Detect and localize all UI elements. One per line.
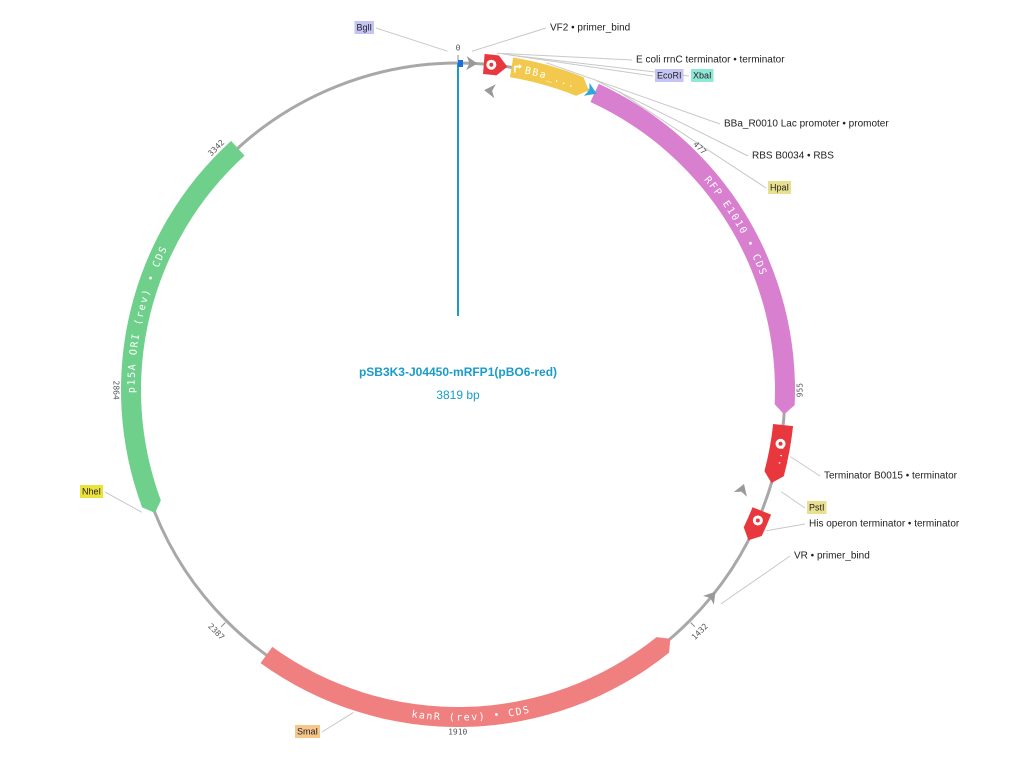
feature-label: ... [772, 442, 787, 466]
feature-rrnc-terminator[interactable] [483, 54, 508, 76]
leader-line [720, 555, 791, 605]
annotation-term-b0015[interactable]: Terminator B0015 • terminator [824, 471, 958, 482]
feature-arc[interactable] [121, 140, 245, 513]
annotation-label[interactable]: BBa_R0010 Lac promoter • promoter [724, 119, 889, 130]
leader-line [471, 27, 547, 52]
annotation-label[interactable]: XbaI [693, 70, 712, 80]
tick-label: 0 [456, 44, 461, 53]
leader-line [502, 53, 654, 77]
annotation-hpai[interactable]: HpaI [768, 181, 792, 194]
feature-his-terminator[interactable] [743, 507, 772, 541]
annotation-vf2[interactable]: VF2 • primer_bind [550, 23, 630, 34]
annotation-xbai[interactable]: XbaI [691, 69, 714, 82]
leader-line [321, 712, 354, 733]
annotation-label[interactable]: BglI [356, 22, 372, 32]
rbs-mark-icon[interactable] [583, 82, 600, 100]
rrnc-rev-mark-icon[interactable] [483, 83, 496, 99]
annotation-leaders [104, 27, 821, 733]
tick-label: 1910 [448, 727, 467, 736]
small-feature-marks [466, 56, 751, 605]
his-rev-mark-icon[interactable] [733, 482, 751, 497]
annotation-label[interactable]: PstI [809, 502, 825, 512]
enzyme-chip [691, 69, 714, 82]
enzyme-chip [294, 725, 320, 738]
leader-line [790, 456, 821, 477]
annotation-his-term[interactable]: His operon terminator • terminator [809, 519, 960, 530]
annotation-rrnc[interactable]: E coli rrnC terminator • terminator [636, 55, 785, 66]
tick-mark [690, 622, 696, 628]
plasmid-name: pSB3K3-J04450-mRFP1(pBO6-red) [359, 365, 557, 379]
feature-label-text: ... [772, 442, 786, 466]
annotation-label[interactable]: His operon terminator • terminator [809, 519, 960, 530]
terminator-icon-core [489, 62, 494, 67]
leader-line [781, 491, 806, 509]
enzyme-chip [768, 181, 792, 194]
annotation-label[interactable]: NheI [82, 486, 101, 496]
feature-arc[interactable] [764, 423, 794, 483]
tick-label: 2864 [111, 381, 120, 400]
feature-label-text: RFP E1010 • CDS [702, 175, 767, 278]
vr-mark-icon[interactable] [703, 587, 721, 605]
annotation-bba-promoter[interactable]: BBa_R0010 Lac promoter • promoter [724, 119, 889, 130]
annotation-vr[interactable]: VR • primer_bind [794, 551, 870, 562]
annotation-label[interactable]: HpaI [770, 182, 789, 192]
feature-terminator-b0015[interactable]: ... [764, 423, 794, 483]
promoter-arrow-icon [518, 64, 522, 70]
vf2-mark-icon[interactable] [466, 56, 478, 71]
annotation-label[interactable]: EcoRI [657, 70, 682, 80]
annotation-label[interactable]: RBS B0034 • RBS [752, 151, 834, 162]
annotation-label[interactable]: SmaI [297, 726, 318, 736]
leader-line [766, 523, 806, 532]
leader-line [496, 52, 633, 61]
leader-line [104, 491, 143, 513]
annotation-rbs[interactable]: RBS B0034 • RBS [752, 151, 834, 162]
cursor-handle[interactable] [458, 60, 463, 67]
annotation-ecori[interactable]: EcoRI [655, 69, 684, 82]
feature-rfp-e1010[interactable]: RFP E1010 • CDS [590, 83, 795, 415]
enzyme-chip [354, 21, 374, 34]
annotation-label[interactable]: Terminator B0015 • terminator [824, 471, 958, 482]
tick-mark [220, 622, 226, 628]
enzyme-chip [655, 69, 684, 82]
annotation-label[interactable]: E coli rrnC terminator • terminator [636, 55, 785, 66]
plasmid-size: 3819 bp [436, 388, 480, 402]
enzyme-chip [79, 485, 103, 498]
feature-p15a-ori[interactable]: p15A ORI (rev) • CDS [121, 140, 245, 513]
tick-label: 955 [795, 383, 804, 398]
leader-line [618, 91, 767, 189]
annotation-bgli[interactable]: BglI [354, 21, 374, 34]
feature-label: RFP E1010 • CDS [702, 175, 769, 278]
feature-arc[interactable] [590, 83, 795, 415]
annotation-smai[interactable]: SmaI [294, 725, 320, 738]
enzyme-chip [807, 501, 827, 514]
annotation-label[interactable]: VF2 • primer_bind [550, 23, 630, 34]
annotation-labels: VF2 • primer_bind E coli rrnC terminator … [79, 21, 960, 738]
annotation-psti[interactable]: PstI [807, 501, 827, 514]
feature-arc[interactable] [260, 637, 671, 727]
terminator-icon-core [778, 441, 783, 446]
annotation-label[interactable]: VR • primer_bind [794, 551, 870, 562]
feature-arc[interactable] [509, 57, 589, 96]
terminator-icon-core [755, 518, 760, 523]
leader-line [546, 62, 721, 125]
leader-line [375, 27, 448, 52]
annotation-nhei[interactable]: NheI [79, 485, 103, 498]
feature-kanr[interactable]: kanR (rev) • CDS [260, 637, 671, 727]
